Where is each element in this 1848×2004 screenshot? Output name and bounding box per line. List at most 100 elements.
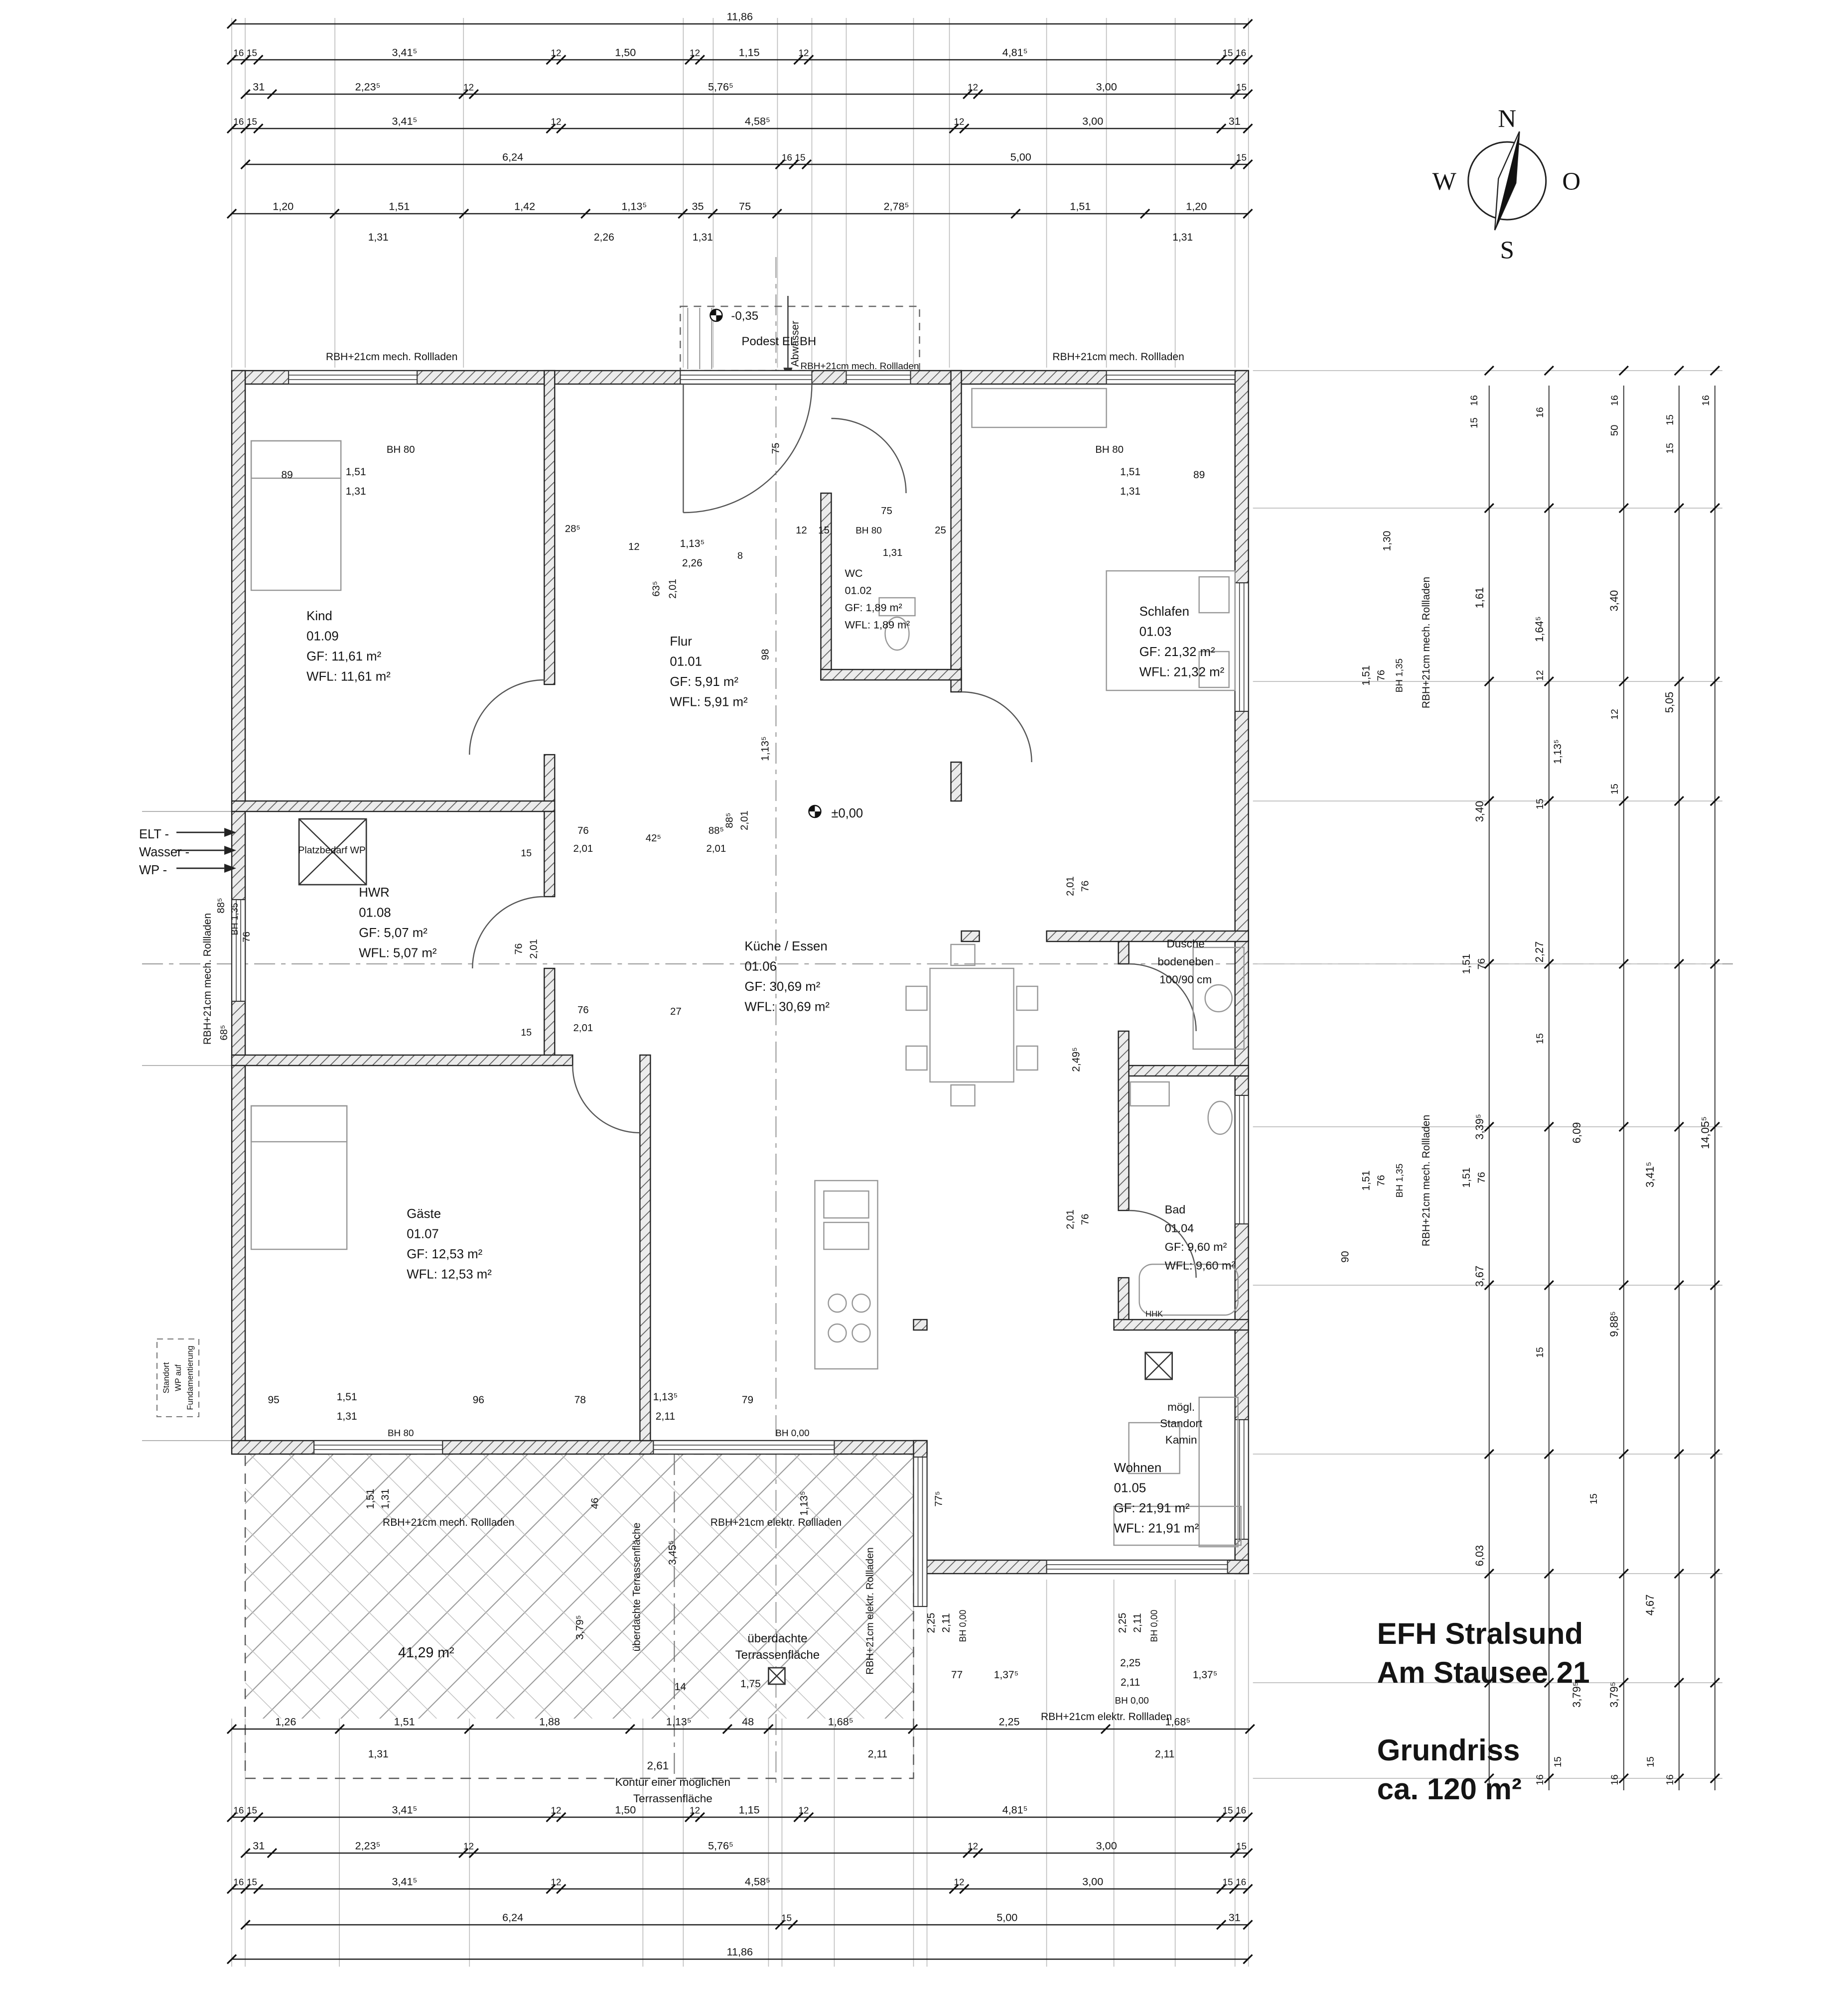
dim-label: 12	[690, 48, 700, 59]
service-arrowhead	[224, 864, 237, 873]
dim-tick	[775, 159, 785, 170]
dim-tick	[1243, 123, 1253, 134]
dim-tick	[1544, 1773, 1555, 1784]
annotation: 15	[1609, 784, 1620, 795]
dim-tick	[722, 1724, 733, 1735]
dim-tick	[556, 1812, 567, 1823]
room-label: Kind	[306, 609, 332, 623]
annotation: 14,05⁵	[1699, 1116, 1711, 1149]
wall	[820, 492, 832, 681]
window	[1234, 1094, 1249, 1225]
furniture	[1016, 1045, 1038, 1071]
dim-label: 12	[968, 1842, 978, 1852]
annotation: 15	[1588, 1493, 1599, 1504]
annotation: 2,11	[1121, 1677, 1140, 1688]
dim-tick	[1544, 676, 1555, 687]
annotation: 76	[1080, 1214, 1091, 1225]
dim-tick	[226, 1724, 237, 1735]
annotation: 50	[1609, 425, 1620, 436]
annotation: 41,29 m²	[398, 1645, 454, 1661]
dim-tick	[1709, 1121, 1720, 1132]
dim-tick	[804, 54, 814, 65]
annotation: BH 80	[388, 1428, 414, 1439]
dim-tick	[1544, 503, 1555, 514]
dim-label: 1,42	[514, 200, 535, 213]
dim-label: 2,23⁵	[355, 1840, 381, 1852]
dim-label: 16	[233, 117, 244, 128]
dim-label: 3,41⁵	[392, 1804, 418, 1816]
annotation: 15	[1645, 1756, 1656, 1767]
annotation: Dusche	[1166, 937, 1204, 950]
dim-tick	[1674, 796, 1685, 806]
furniture	[971, 388, 1107, 428]
dim-tick	[962, 1848, 973, 1859]
dim-tick	[1484, 503, 1494, 514]
annotation: 12	[1535, 670, 1546, 681]
furniture	[1198, 651, 1230, 688]
compass-rose: N W O S	[1432, 105, 1581, 265]
dim-tick	[1618, 796, 1629, 806]
annotation: 76	[577, 825, 589, 836]
annotation: 1,61	[1473, 587, 1486, 609]
dim-tick	[546, 1883, 556, 1894]
annotation: BH 80	[855, 526, 882, 536]
wall	[1113, 1319, 1249, 1331]
terrace-hatch	[245, 1454, 914, 1719]
dim-tick	[1484, 1568, 1494, 1579]
annotation: 16	[1535, 407, 1546, 418]
dim-label: 12	[551, 48, 561, 59]
dim-label: 12	[954, 1877, 964, 1888]
furniture	[1016, 985, 1038, 1011]
door-arc	[1129, 1209, 1197, 1278]
annotation: 1,31	[337, 1411, 357, 1422]
dim-tick	[580, 208, 591, 219]
annotation: 98	[760, 649, 771, 661]
annotation: 2,11	[941, 1613, 952, 1632]
annotation: RBH+21cm mech. Rollladen	[383, 1517, 514, 1528]
dim-label: 1,13⁵	[621, 200, 647, 213]
room-label: 01.03	[1139, 625, 1172, 639]
dim-tick	[1216, 54, 1227, 65]
annotation: 1,37⁵	[1193, 1669, 1218, 1681]
annotation: 3,40	[1473, 801, 1486, 822]
annotation: 3,79⁵	[1570, 1682, 1583, 1708]
furniture	[905, 985, 928, 1011]
furniture	[950, 1084, 976, 1107]
room-label: 01.04	[1165, 1222, 1194, 1235]
annotation: BH 0,00	[775, 1428, 809, 1439]
dim-label: 1,88	[539, 1716, 560, 1728]
annotation: ELT -	[139, 827, 169, 841]
wall	[913, 1319, 928, 1331]
dim-label: 15	[1236, 153, 1247, 163]
annotation: 3,79⁵	[574, 1615, 585, 1640]
shower-head	[1204, 984, 1233, 1013]
dim-tick	[1230, 159, 1240, 170]
annotation: 1,51	[1461, 1168, 1472, 1188]
dim-tick	[253, 123, 264, 134]
dim-label: 3,00	[1082, 1875, 1103, 1888]
dim-tick	[1243, 18, 1253, 29]
annotation: 1,75	[740, 1678, 761, 1690]
dim-label: 3,41⁵	[392, 115, 418, 128]
annotation: 15	[1665, 443, 1676, 454]
annotation: 2,25	[926, 1613, 937, 1633]
dim-tick	[1674, 365, 1685, 376]
dim-tick	[1544, 1449, 1555, 1460]
dim-tick	[788, 159, 799, 170]
annotation: RBH+21cm mech. Rollladen	[801, 361, 919, 372]
annotation: 76	[1376, 1175, 1387, 1187]
annotation: 2,01	[739, 810, 750, 830]
dim-tick	[1243, 1812, 1253, 1823]
dim-tick	[1245, 1724, 1255, 1735]
room-label: GF: 21,32 m²	[1139, 645, 1215, 659]
dim-label: 5,76⁵	[708, 1840, 733, 1852]
annotation: 2,26	[594, 232, 614, 243]
annotation: RBH+21cm mech. Rollladen	[1421, 1115, 1432, 1246]
wall	[544, 967, 556, 1067]
annotation: 15	[1553, 1756, 1564, 1767]
furniture	[1113, 1505, 1242, 1546]
annotation: RBH+21cm mech. Rollladen	[1052, 351, 1184, 363]
annotation: 14	[675, 1681, 687, 1693]
annotation: 16	[1701, 395, 1711, 406]
dim-tick	[1618, 503, 1629, 514]
